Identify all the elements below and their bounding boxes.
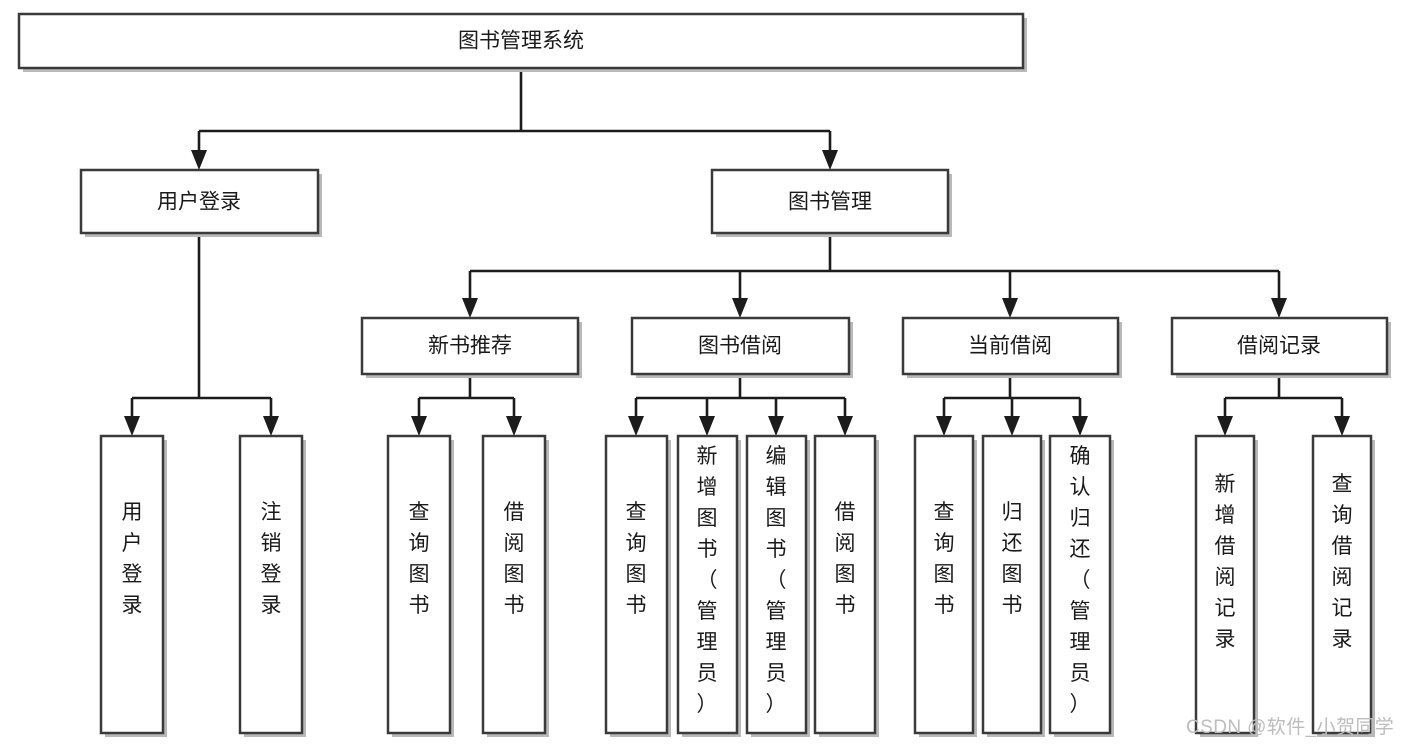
current-borrow-box bbox=[901, 316, 1120, 376]
leaf-edit-book-admin-label: 编辑图书（管理员） bbox=[766, 445, 787, 716]
leaf-borrow-books-nbr-box bbox=[481, 434, 547, 735]
leaf-user-login[interactable]: 用户登录 bbox=[99, 434, 167, 737]
arrowhead-borrow-record bbox=[1271, 298, 1287, 318]
leaf-query-books-nbr-label: 查询图书 bbox=[409, 501, 430, 617]
root-box bbox=[17, 12, 1025, 70]
arrowhead-cb-leaf-3 bbox=[1072, 416, 1088, 436]
leaf-query-books-cb-label: 查询图书 bbox=[934, 501, 955, 617]
node-new-book-recommendation[interactable]: 新书推荐 bbox=[360, 316, 582, 378]
leaf-logout[interactable]: 注销登录 bbox=[238, 434, 306, 737]
arrowhead-current-borrow bbox=[1002, 298, 1018, 318]
leaf-return-books-box bbox=[981, 434, 1043, 735]
arrowhead-bb-leaf-2 bbox=[699, 416, 715, 436]
leaf-add-book-admin-label: 新增图书（管理员） bbox=[697, 445, 718, 716]
leaf-query-books-cb-box bbox=[913, 434, 975, 735]
leaf-borrow-books-bb-box bbox=[813, 434, 877, 735]
leaf-add-borrow-record-label: 新增借阅记录 bbox=[1215, 473, 1236, 651]
leaf-confirm-return-admin[interactable]: 确认归还（管理员） bbox=[1048, 434, 1114, 737]
node-book-borrowing[interactable]: 图书借阅 bbox=[630, 316, 853, 378]
arrowhead-leaf-logout bbox=[263, 416, 279, 436]
leaf-query-books-nbr-box bbox=[386, 434, 452, 735]
leaf-borrow-books-nbr[interactable]: 借阅图书 bbox=[481, 434, 549, 737]
book-borrow-box bbox=[630, 316, 851, 376]
leaf-edit-book-admin[interactable]: 编辑图书（管理员） bbox=[745, 434, 810, 737]
leaf-query-books-nbr[interactable]: 查询图书 bbox=[386, 434, 454, 737]
leaf-query-borrow-record-label: 查询借阅记录 bbox=[1332, 473, 1353, 651]
root-label: 图书管理系统 bbox=[458, 30, 584, 53]
leaf-return-books[interactable]: 归还图书 bbox=[981, 434, 1045, 737]
arrowhead-leaf-user-login bbox=[124, 416, 140, 436]
leaf-query-books-bb-label: 查询图书 bbox=[626, 501, 647, 617]
arrowhead-book-borrow bbox=[732, 298, 748, 318]
leaf-add-borrow-record-box bbox=[1194, 434, 1256, 735]
borrow-record-box bbox=[1170, 316, 1389, 376]
node-user-login[interactable]: 用户登录 bbox=[79, 168, 322, 237]
arrowhead-br-leaf-1 bbox=[1217, 416, 1233, 436]
leaf-user-login-box bbox=[99, 434, 165, 735]
book-management-box bbox=[710, 168, 950, 235]
leaf-query-books-bb-box bbox=[604, 434, 669, 735]
arrowhead-cb-leaf-2 bbox=[1004, 416, 1020, 436]
book-borrow-label: 图书借阅 bbox=[698, 335, 782, 358]
new-book-rec-box bbox=[360, 316, 580, 376]
node-root-book-management-system[interactable]: 图书管理系统 bbox=[17, 12, 1027, 72]
node-borrowing-record[interactable]: 借阅记录 bbox=[1170, 316, 1391, 378]
arrowhead-new-book-rec bbox=[462, 298, 478, 318]
leaf-add-book-admin[interactable]: 新增图书（管理员） bbox=[676, 434, 741, 737]
arrowhead-to-user-login bbox=[191, 150, 207, 170]
leaf-query-borrow-record-box bbox=[1311, 434, 1373, 735]
node-current-borrowing[interactable]: 当前借阅 bbox=[901, 316, 1122, 378]
leaf-borrow-books-nbr-label: 借阅图书 bbox=[504, 501, 525, 617]
csdn-watermark: CSDN @软件_小贺同学 bbox=[1186, 717, 1395, 738]
leaf-logout-label: 注销登录 bbox=[261, 501, 282, 617]
borrow-record-label: 借阅记录 bbox=[1237, 335, 1321, 358]
current-borrow-label: 当前借阅 bbox=[968, 335, 1052, 358]
leaf-logout-box bbox=[238, 434, 304, 735]
connector-layer bbox=[124, 68, 1350, 436]
arrowhead-cb-leaf-1 bbox=[936, 416, 952, 436]
leaf-query-books-cb[interactable]: 查询图书 bbox=[913, 434, 977, 737]
leaf-add-book-admin-box bbox=[676, 434, 739, 735]
arrowhead-bb-leaf-1 bbox=[628, 416, 644, 436]
book-management-label: 图书管理 bbox=[788, 191, 872, 214]
leaf-confirm-return-admin-box bbox=[1048, 434, 1112, 735]
arrowhead-bb-leaf-3 bbox=[768, 416, 784, 436]
new-book-rec-label: 新书推荐 bbox=[428, 335, 512, 358]
user-login-label: 用户登录 bbox=[157, 191, 241, 214]
user-login-box bbox=[79, 168, 320, 235]
arrowhead-nbr-leaf-1 bbox=[411, 416, 427, 436]
leaf-query-books-bb[interactable]: 查询图书 bbox=[604, 434, 671, 737]
leaf-borrow-books-bb[interactable]: 借阅图书 bbox=[813, 434, 879, 737]
leaf-borrow-books-bb-label: 借阅图书 bbox=[835, 501, 856, 617]
leaf-user-login-label: 用户登录 bbox=[122, 501, 143, 617]
leaf-return-books-label: 归还图书 bbox=[1002, 501, 1023, 617]
leaf-confirm-return-admin-label: 确认归还（管理员） bbox=[1070, 445, 1091, 716]
leaf-query-borrow-record[interactable]: 查询借阅记录 bbox=[1311, 434, 1375, 737]
leaf-edit-book-admin-box bbox=[745, 434, 808, 735]
arrowhead-to-book-mgmt bbox=[822, 150, 838, 170]
arrowhead-bb-leaf-4 bbox=[837, 416, 853, 436]
node-book-management[interactable]: 图书管理 bbox=[710, 168, 952, 237]
leaf-add-borrow-record[interactable]: 新增借阅记录 bbox=[1194, 434, 1258, 737]
arrowhead-nbr-leaf-2 bbox=[506, 416, 522, 436]
leaf-node-layer: 用户登录 注销登录 查询图书 借阅图书 查询图书 新增图书（管理员） bbox=[99, 434, 1375, 737]
arrowhead-br-leaf-2 bbox=[1334, 416, 1350, 436]
